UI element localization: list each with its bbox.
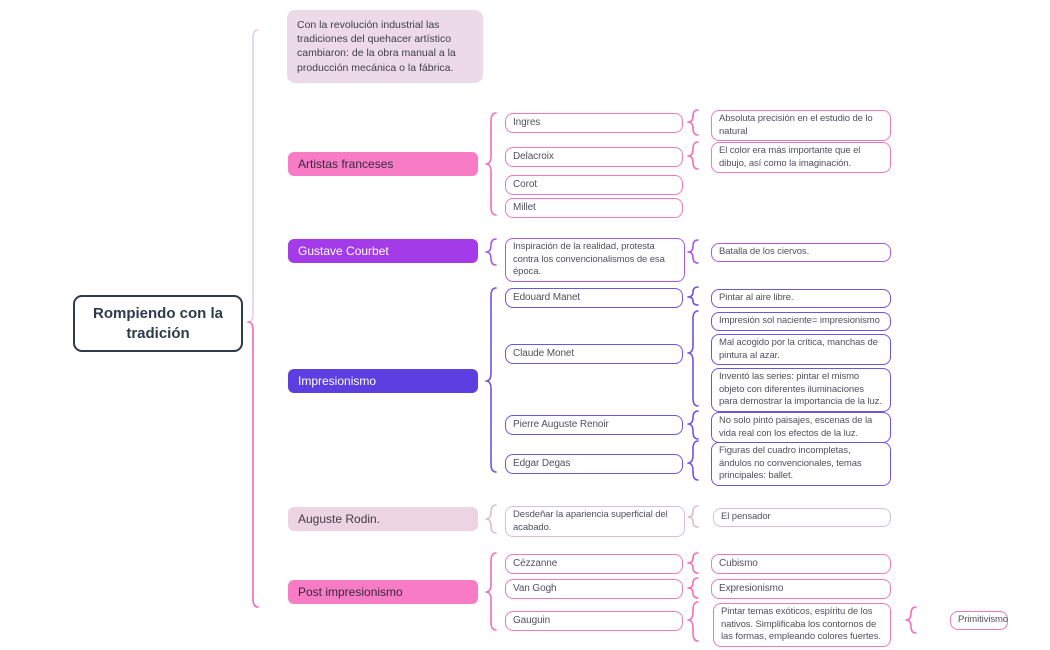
memo-note[interactable]: Con la revolución industrial las tradici… [287,10,483,83]
branch-post-impresionismo[interactable]: Post impresionismo [288,580,478,604]
note-gauguin[interactable]: Pintar temas exóticos, espíritu de los n… [713,603,891,647]
root-topic[interactable]: Rompiendo con la tradición [73,295,243,352]
note-monet-1[interactable]: Impresión sol naciente= impresionismo [711,312,891,331]
topic-van-gogh[interactable]: Van Gogh [505,579,683,599]
topic-rodin-idea[interactable]: Desdeñar la apariencia superficial del a… [505,506,685,537]
note-batalla-ciervos[interactable]: Batalla de los ciervos. [711,243,891,262]
note-el-pensador[interactable]: El pensador [713,508,891,527]
branch-auguste-rodin[interactable]: Auguste Rodin. [288,507,478,531]
topic-pierre-auguste-renoir[interactable]: Pierre Auguste Renoir [505,415,683,435]
note-ingres[interactable]: Absoluta precisión en el estudio de lo n… [711,110,891,141]
topic-cezzanne[interactable]: Cézzanne [505,554,683,574]
topic-courbet-idea[interactable]: Inspiración de la realidad, protesta con… [505,238,685,282]
topic-ingres[interactable]: Ingres [505,113,683,133]
topic-delacroix[interactable]: Delacroix [505,147,683,167]
topic-millet[interactable]: Millet [505,198,683,218]
note-expresionismo[interactable]: Expresionismo [711,579,891,599]
note-manet[interactable]: Pintar al aire libre. [711,289,891,308]
note-primitivismo[interactable]: Primitivismo [950,611,1008,630]
topic-edouard-manet[interactable]: Edouard Manet [505,288,683,308]
branch-gustave-courbet[interactable]: Gustave Courbet [288,239,478,263]
topic-edgar-degas[interactable]: Edgar Degas [505,454,683,474]
topic-corot[interactable]: Corot [505,175,683,195]
note-cubismo[interactable]: Cubismo [711,554,891,574]
topic-claude-monet[interactable]: Claude Monet [505,344,683,364]
note-renoir[interactable]: No solo pintó paisajes, escenas de la vi… [711,412,891,443]
note-monet-3[interactable]: Inventó las series: pintar el mismo obje… [711,368,891,412]
branch-artistas-franceses[interactable]: Artistas franceses [288,152,478,176]
note-degas[interactable]: Figuras del cuadro incompletas, ándulos … [711,442,891,486]
topic-gauguin[interactable]: Gauguin [505,611,683,631]
note-delacroix[interactable]: El color era más importante que el dibuj… [711,142,891,173]
note-monet-2[interactable]: Mal acogido por la crítica, manchas de p… [711,334,891,365]
branch-impresionismo[interactable]: Impresionismo [288,369,478,393]
